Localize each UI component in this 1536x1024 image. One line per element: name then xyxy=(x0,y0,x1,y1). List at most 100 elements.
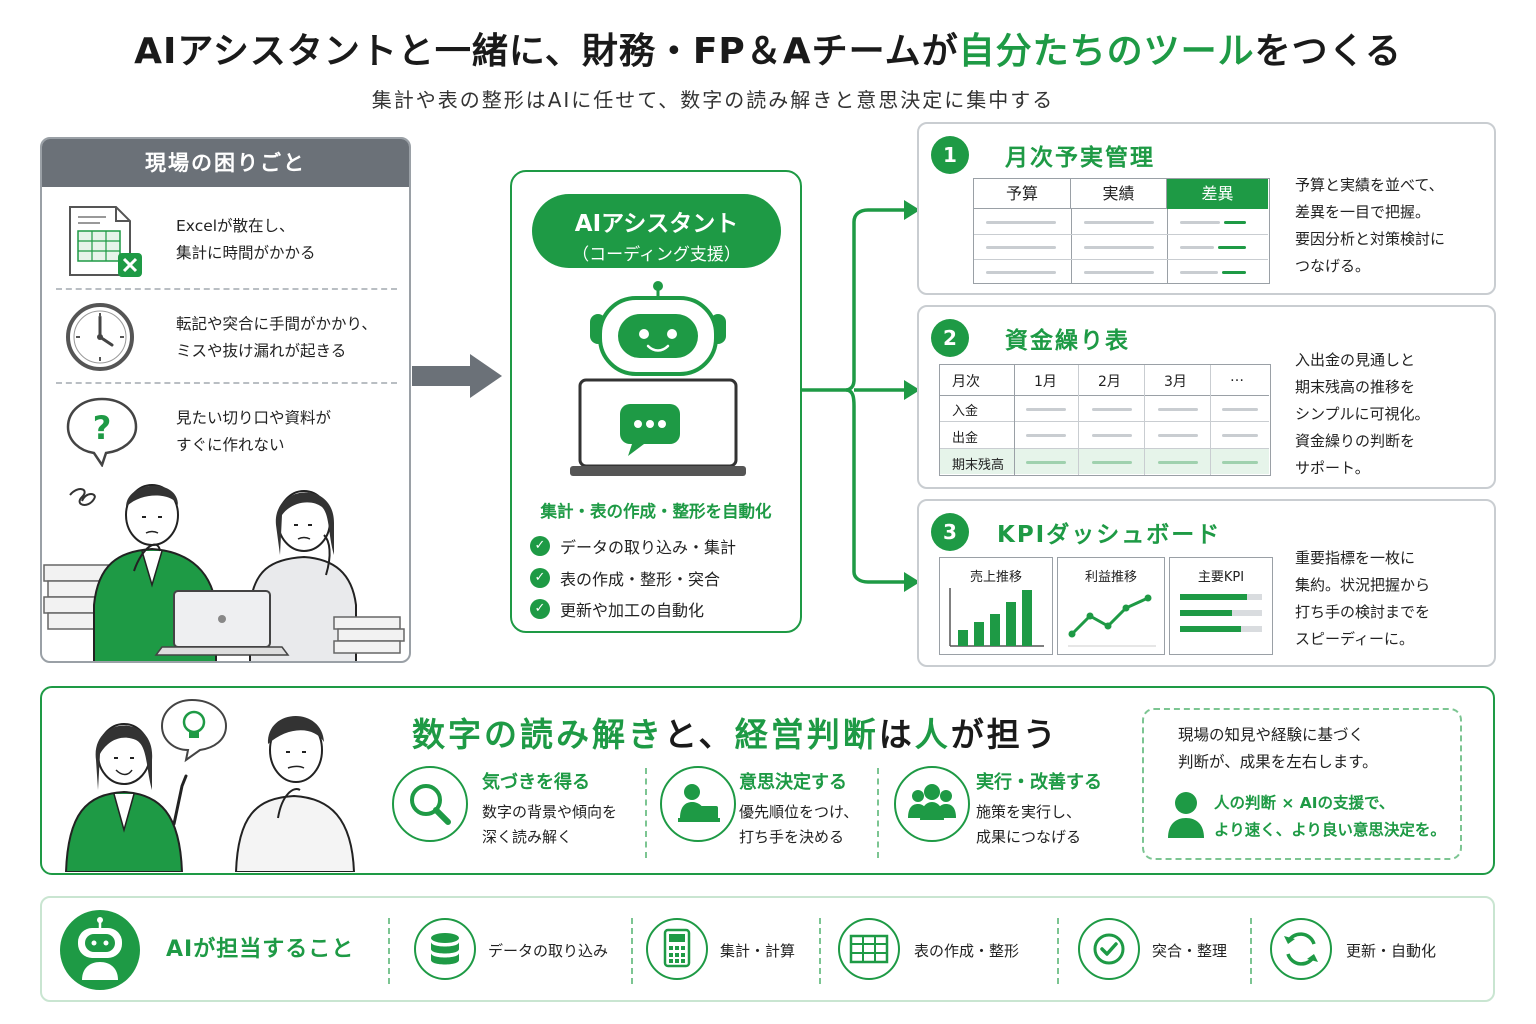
table-cell-placeholder xyxy=(986,221,1056,224)
table-divider xyxy=(1078,365,1079,475)
desc-line: シンプルに可視化。 xyxy=(1295,405,1430,423)
check-label: データの取り込み・集計 xyxy=(560,538,737,557)
table-divider xyxy=(974,234,1268,235)
table-cell-placeholder xyxy=(1084,271,1154,274)
desc-line: 打ち手の検討までを xyxy=(1295,603,1431,621)
table-header: 月次 xyxy=(952,374,980,390)
human-title-part: 経営判断 xyxy=(734,715,879,754)
desc-line: 集約。状況把握から xyxy=(1295,576,1431,594)
robot-icon xyxy=(60,910,140,990)
ai-tasks-title: AIが担当すること xyxy=(166,937,355,962)
title-highlight: 自分たちのツール xyxy=(958,31,1255,72)
divider xyxy=(819,918,821,984)
ai-pill-title: AIアシスタント xyxy=(574,211,739,237)
problems-panel: 現場の困りごと Excelが散在し、 集計に時間がかかる xyxy=(40,137,411,663)
branch-arrows xyxy=(802,180,922,604)
card-title: 月次予実管理 xyxy=(1005,145,1155,171)
table-cell-placeholder xyxy=(1084,246,1154,249)
divider xyxy=(56,382,397,384)
row-label: 出金 xyxy=(952,431,979,446)
human-item-body: 優先順位をつけ、 打ち手を決める xyxy=(739,800,858,850)
card-number: 2 xyxy=(931,319,969,357)
table-header: 2月 xyxy=(1098,374,1121,390)
budget-table: 予算 実績 差異 xyxy=(973,178,1270,284)
row-label: 入金 xyxy=(952,404,979,419)
ai-assistant-box: AIアシスタント （コーディング支援） 集計・表の作成・整形を自動化 ✓ データ… xyxy=(510,170,802,633)
problem-2-text: 転記や突合に手間がかかり、 ミスや抜け漏れが起きる xyxy=(176,311,377,365)
table-divider xyxy=(974,259,1268,260)
table-cell-highlight xyxy=(1222,271,1246,274)
ai-pill-subtitle: （コーディング支援） xyxy=(572,245,741,265)
page-title: AIアシスタントと一緒に、財務・FP＆Aチームが自分たちのツールをつくる xyxy=(0,22,1536,74)
person-icon xyxy=(1166,790,1206,840)
table-cell-placeholder xyxy=(1092,434,1132,437)
divider xyxy=(1057,918,1059,984)
desc-line: つなげる。 xyxy=(1295,257,1371,275)
human-judgment-section: 数字の読み解きと、経営判断は人が担う 気づきを得る 数字の背景や傾向を 深く読み… xyxy=(40,686,1495,875)
check-circle-icon xyxy=(1078,918,1140,980)
table-divider xyxy=(940,448,1269,449)
task-label: 集計・計算 xyxy=(720,942,796,960)
kpi-panel-sales: 売上推移 xyxy=(939,557,1053,655)
body-line: 優先順位をつけ、 xyxy=(739,803,859,821)
table-cell-placeholder xyxy=(1180,246,1214,249)
table-header: 3月 xyxy=(1164,374,1187,390)
human-ai-note: 現場の知見や経験に基づく 判断が、成果を左右します。 人の判断 × AIの支援で… xyxy=(1142,708,1462,860)
table-cell-placeholder xyxy=(1222,434,1258,437)
title-part1: AIアシスタントと一緒に、財務・FP＆Aチームが xyxy=(134,31,959,72)
desc-line: サポート。 xyxy=(1295,459,1370,477)
row-label: 期末残高 xyxy=(952,458,1005,473)
calculator-icon xyxy=(646,918,708,980)
table-cell-placeholder xyxy=(1026,408,1066,411)
table-divider xyxy=(940,395,1269,396)
card-number: 1 xyxy=(931,136,969,174)
check-item: ✓ 表の作成・整形・突合 xyxy=(530,566,720,590)
card-title: 資金繰り表 xyxy=(1005,328,1130,354)
human-title-part: 人 xyxy=(914,715,951,754)
automation-title: 集計・表の作成・整形を自動化 xyxy=(540,502,772,521)
human-item-title: 気づきを得る xyxy=(482,772,590,793)
table-cell-highlight xyxy=(1222,461,1258,464)
problems-header: 現場の困りごと xyxy=(42,139,409,187)
cash-flow-table: 月次 1月 2月 3月 … 入金 出金 期末残高 xyxy=(939,364,1271,476)
desc-line: 期末残高の推移を xyxy=(1295,378,1416,396)
table-cell-placeholder xyxy=(1092,408,1132,411)
refresh-icon xyxy=(1270,918,1332,980)
check-label: 表の作成・整形・突合 xyxy=(560,570,721,589)
card-description: 重要指標を一枚に 集約。状況把握から 打ち手の検討までを スピーディーに。 xyxy=(1295,545,1430,653)
divider xyxy=(1250,918,1252,984)
flow-arrow xyxy=(412,352,504,404)
problem-3-line2: すぐに作れない xyxy=(176,436,285,454)
divider xyxy=(645,768,647,858)
desc-line: 予算と実績を並べて、 xyxy=(1295,176,1444,194)
task-label: 突合・整理 xyxy=(1152,942,1228,960)
card-description: 入出金の見通しと 期末残高の推移を シンプルに可視化。 資金繰りの判断を サポー… xyxy=(1295,347,1430,482)
note-text: 現場の知見や経験に基づく 判断が、成果を左右します。 xyxy=(1178,722,1378,776)
table-divider xyxy=(1071,209,1072,283)
kpi-panel-title: 主要KPI xyxy=(1197,570,1245,585)
note-line: 人の判断 × AIの支援で、 xyxy=(1214,794,1395,812)
table-cell-placeholder xyxy=(986,271,1056,274)
human-item-title: 実行・改善する xyxy=(976,772,1102,793)
ai-tasks-section: AIが担当すること データの取り込み 集計・計算 xyxy=(40,896,1495,1002)
human-title-part: 数字の読み解き xyxy=(412,715,664,754)
database-icon xyxy=(414,918,476,980)
divider xyxy=(56,288,397,290)
body-line: 打ち手を決める xyxy=(739,828,845,846)
check-icon: ✓ xyxy=(530,599,550,619)
title-part3: をつくる xyxy=(1254,31,1402,72)
body-line: 施策を実行し、 xyxy=(976,803,1082,821)
table-header-highlight: 差異 xyxy=(1167,179,1268,209)
table-divider xyxy=(940,421,1269,422)
desc-line: 資金繰りの判断を xyxy=(1295,432,1416,450)
desc-line: スピーディーに。 xyxy=(1295,630,1414,648)
people-thinking-illustration xyxy=(56,694,366,873)
table-cell-placeholder xyxy=(1222,408,1258,411)
table-header: … xyxy=(1230,369,1244,385)
task-label: 表の作成・整形 xyxy=(914,942,1020,960)
table-cell-placeholder xyxy=(1158,434,1198,437)
problem-3-text: 見たい切り口や資料が すぐに作れない xyxy=(176,405,331,459)
problem-3-line1: 見たい切り口や資料が xyxy=(176,409,332,427)
table-header: 予算 xyxy=(974,179,1071,209)
divider xyxy=(877,768,879,858)
